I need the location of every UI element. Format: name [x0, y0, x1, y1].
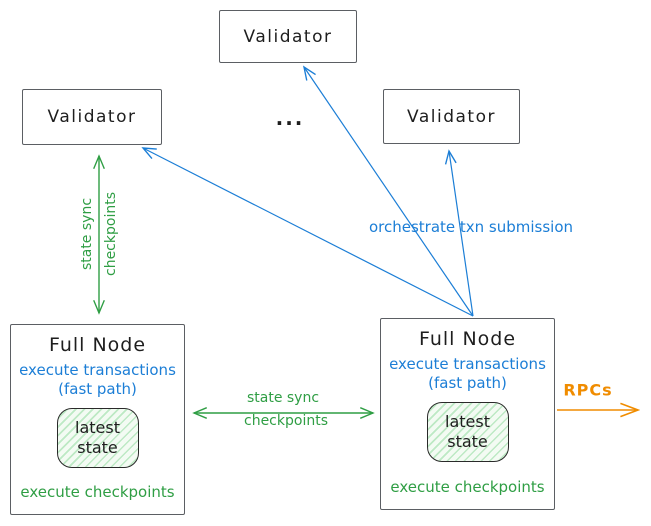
- latest-state-line1: latest: [445, 412, 490, 431]
- edge-orchestrate-to-top-validator: [302, 65, 474, 317]
- validator-top-label: Validator: [243, 26, 333, 47]
- rpcs-label: RPCs: [563, 380, 613, 400]
- vertical-state-sync-label-line1: state sync: [79, 197, 95, 271]
- vertical-state-sync-label-line2: checkpoints: [103, 192, 119, 276]
- full-node-right-execute-checkpoints: execute checkpoints: [390, 478, 545, 496]
- validator-right-box: Validator: [383, 89, 520, 144]
- full-node-left-latest-state-box: latest state: [56, 408, 139, 468]
- validator-top-box: Validator: [219, 10, 357, 63]
- horizontal-state-sync-label-line1: state sync: [246, 390, 320, 406]
- full-node-right-fast-path: (fast path): [428, 374, 507, 392]
- full-node-left-execute-checkpoints: execute checkpoints: [20, 483, 175, 501]
- full-node-right-box: Full Node execute transactions (fast pat…: [380, 318, 555, 510]
- full-node-left-execute-transactions: execute transactions: [19, 361, 176, 379]
- full-node-right-title: Full Node: [418, 328, 517, 350]
- full-node-left-fast-path: (fast path): [58, 380, 137, 398]
- latest-state-line2: state: [447, 432, 488, 451]
- full-node-left-title: Full Node: [48, 334, 147, 356]
- edge-orchestrate-to-left-validator: [141, 147, 474, 317]
- validator-left-box: Validator: [22, 89, 162, 145]
- horizontal-state-sync-label-line2: checkpoints: [244, 413, 328, 429]
- validator-ellipsis: ...: [275, 106, 305, 130]
- edge-orchestrate-to-right-validator: [444, 149, 474, 317]
- latest-state-line2: state: [77, 438, 118, 457]
- full-node-right-execute-transactions: execute transactions: [389, 355, 546, 373]
- full-node-left-box: Full Node execute transactions (fast pat…: [10, 324, 185, 515]
- full-node-right-latest-state-box: latest state: [426, 402, 509, 462]
- validator-left-label: Validator: [47, 107, 137, 127]
- latest-state-line1: latest: [75, 418, 120, 437]
- orchestrate-txn-submission-label: orchestrate txn submission: [368, 218, 574, 236]
- validator-right-label: Validator: [407, 106, 496, 127]
